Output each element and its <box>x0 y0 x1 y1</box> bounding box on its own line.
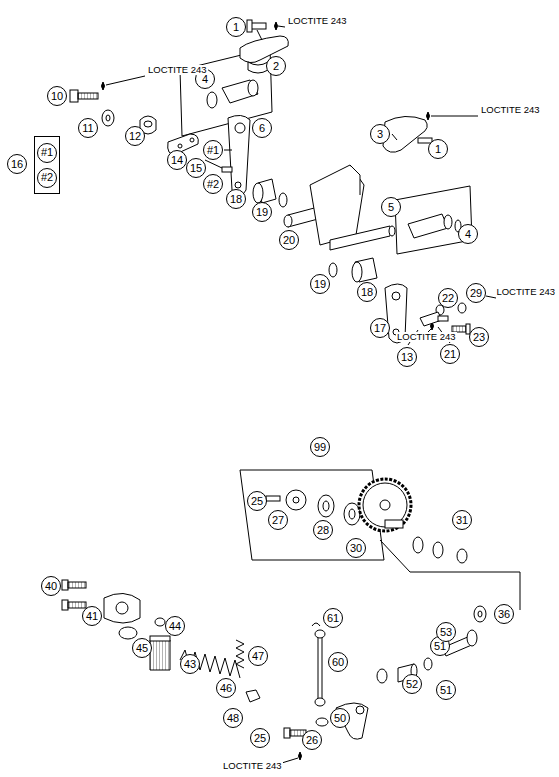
callout-number: 29 <box>466 283 486 303</box>
callout-number: 16 <box>7 154 27 174</box>
callout-number: 52 <box>402 674 422 694</box>
callout-number: 20 <box>279 230 299 250</box>
callout-number: 19 <box>310 274 330 294</box>
callout-number: #1 <box>203 140 223 160</box>
callout-number: 1 <box>428 139 448 159</box>
callout-number: 61 <box>323 608 343 628</box>
callout-number: 27 <box>268 510 288 530</box>
note-label: LOCTITE 243 <box>480 105 541 115</box>
callout-number: 6 <box>252 118 272 138</box>
callout-number: 21 <box>440 344 460 364</box>
callout-number: 60 <box>328 652 348 672</box>
variant-box: #1#2 <box>34 136 60 194</box>
note-label: LOCTITE 243 <box>147 65 208 75</box>
callout-number: 3 <box>370 124 390 144</box>
note-label: LOCTITE 243 <box>396 332 457 342</box>
callout-number: 19 <box>252 202 272 222</box>
callout-number: 30 <box>346 538 366 558</box>
callout-number: 15 <box>186 158 206 178</box>
note-label: LOCTITE 243 <box>287 16 348 26</box>
callout-number: 53 <box>436 622 456 642</box>
callout-number: 12 <box>125 126 145 146</box>
variant-number: #2 <box>37 168 57 188</box>
callout-number: 18 <box>357 282 377 302</box>
callout-number: 25 <box>247 491 267 511</box>
note-label: LOCTITE 243 <box>222 761 283 771</box>
callout-number: 48 <box>223 708 243 728</box>
callout-number: 10 <box>47 86 67 106</box>
callout-number: 14 <box>167 150 187 170</box>
callout-number: 43 <box>180 654 200 674</box>
callout-number: 28 <box>313 520 333 540</box>
callout-number: 45 <box>132 638 152 658</box>
callout-number: 46 <box>216 678 236 698</box>
callout-number: 44 <box>165 616 185 636</box>
callout-number: 18 <box>226 189 246 209</box>
callout-number: 17 <box>370 318 390 338</box>
callout-number: 25 <box>250 728 270 748</box>
callout-number: 11 <box>78 118 98 138</box>
callout-number: #2 <box>203 174 223 194</box>
callout-number: 5 <box>381 197 401 217</box>
callout-number: 36 <box>494 604 514 624</box>
callout-number: 22 <box>438 288 458 308</box>
callout-number: 51 <box>436 680 456 700</box>
callout-number: 41 <box>82 606 102 626</box>
callout-number: 2 <box>266 56 286 76</box>
variant-number: #1 <box>37 143 57 163</box>
callout-number: 26 <box>302 730 322 750</box>
callout-number: 50 <box>330 708 350 728</box>
callout-number: 4 <box>458 224 478 244</box>
note-label: LOCTITE 243 <box>495 287 556 297</box>
callout-number: 31 <box>452 510 472 530</box>
callout-number: 13 <box>397 347 417 367</box>
callout-number: 99 <box>310 437 330 457</box>
callout-number: 23 <box>469 327 489 347</box>
callout-number: 1 <box>226 17 246 37</box>
callout-number: 40 <box>41 576 61 596</box>
callout-number: 47 <box>248 646 268 666</box>
